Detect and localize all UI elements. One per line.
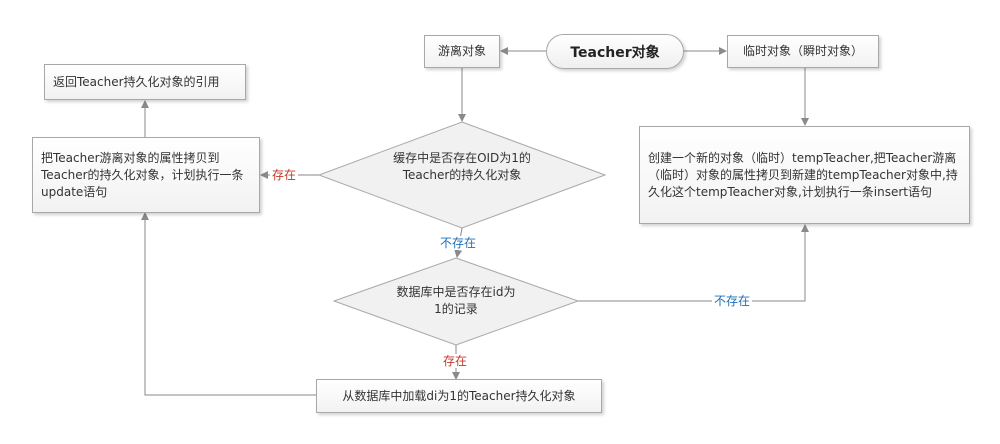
- arrow-db-to-create: [578, 224, 809, 302]
- cache-not-exists-label: 不存在: [438, 236, 479, 250]
- create-new-object-box: 创建一个新的对象（临时）tempTeacher,把Teacher游离（临时）对象…: [639, 126, 970, 224]
- load-from-db-box: 从数据库中加载di为1的Teacher持久化对象: [316, 379, 602, 413]
- copy-detached-box: 把Teacher游离对象的属性拷贝到Teacher的持久化对象，计划执行一条up…: [32, 137, 260, 213]
- db-check-text: 数据库中是否存在id为1的记录: [396, 285, 516, 316]
- copy-detached-label: 把Teacher游离对象的属性拷贝到Teacher的持久化对象，计划执行一条up…: [41, 150, 244, 199]
- detached-label: 游离对象: [437, 44, 486, 58]
- start-terminal: Teacher对象: [546, 34, 684, 69]
- create-new-label: 创建一个新的对象（临时）tempTeacher,把Teacher游离（临时）对象…: [648, 150, 958, 199]
- detached-object-box: 游离对象: [424, 35, 500, 68]
- start-label: Teacher对象: [570, 44, 660, 61]
- return-reference-label: 返回Teacher持久化对象的引用: [53, 74, 220, 89]
- load-from-db-label: 从数据库中加载di为1的Teacher持久化对象: [342, 388, 576, 403]
- arrow-load-to-copy: [141, 212, 316, 396]
- transient-label: 临时对象（瞬时对象）: [742, 44, 863, 58]
- cache-check-text: 缓存中是否存在OID为1的Teacher的持久化对象: [393, 151, 531, 182]
- return-reference-box: 返回Teacher持久化对象的引用: [44, 64, 246, 100]
- cache-exists-label: 存在: [270, 168, 299, 182]
- transient-object-box: 临时对象（瞬时对象）: [727, 35, 879, 68]
- db-exists-label: 存在: [441, 354, 470, 368]
- db-not-exists-label: 不存在: [712, 294, 753, 308]
